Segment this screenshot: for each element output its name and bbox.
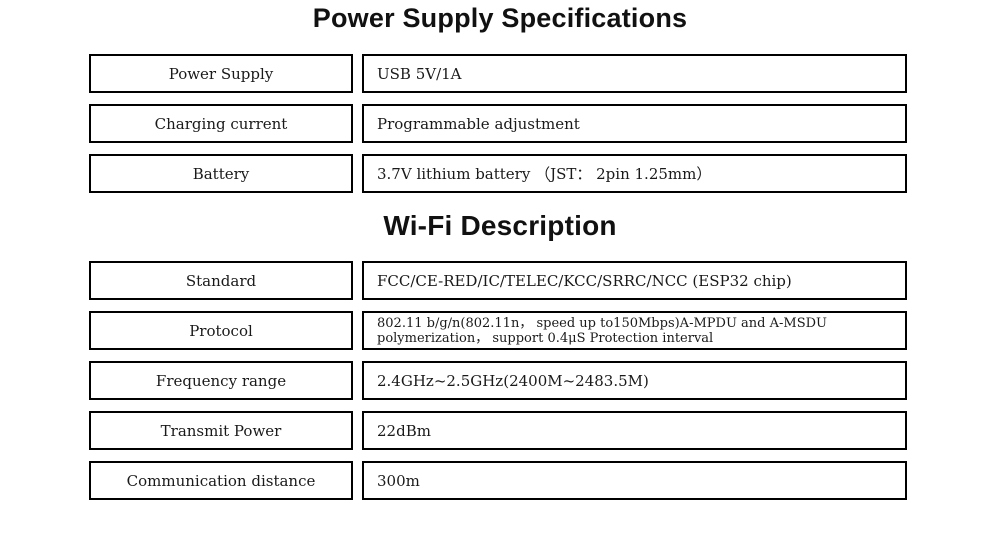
table-row-transmit-power: Transmit Power 22dBm bbox=[89, 411, 1000, 450]
table-row-battery: Battery 3.7V lithium battery （JST： 2pin … bbox=[89, 154, 1000, 193]
wifi-spec-table: Standard FCC/CE-RED/IC/TELEC/KCC/SRRC/NC… bbox=[0, 261, 1000, 500]
table-row-standard: Standard FCC/CE-RED/IC/TELEC/KCC/SRRC/NC… bbox=[89, 261, 1000, 300]
value-cell-communication-distance: 300m bbox=[362, 461, 907, 500]
label-cell-communication-distance: Communication distance bbox=[89, 461, 353, 500]
table-row-protocol: Protocol 802.11 b/g/n(802.11n， speed up … bbox=[89, 311, 1000, 350]
value-cell-protocol: 802.11 b/g/n(802.11n， speed up to150Mbps… bbox=[362, 311, 907, 350]
power-supply-spec-table: Power Supply USB 5V/1A Charging current … bbox=[0, 54, 1000, 193]
table-row-charging-current: Charging current Programmable adjustment bbox=[89, 104, 1000, 143]
label-cell-battery: Battery bbox=[89, 154, 353, 193]
value-cell-charging-current: Programmable adjustment bbox=[362, 104, 907, 143]
label-cell-protocol: Protocol bbox=[89, 311, 353, 350]
value-cell-battery: 3.7V lithium battery （JST： 2pin 1.25mm） bbox=[362, 154, 907, 193]
label-cell-frequency-range: Frequency range bbox=[89, 361, 353, 400]
label-cell-power-supply: Power Supply bbox=[89, 54, 353, 93]
table-row-communication-distance: Communication distance 300m bbox=[89, 461, 1000, 500]
label-cell-standard: Standard bbox=[89, 261, 353, 300]
label-cell-charging-current: Charging current bbox=[89, 104, 353, 143]
power-supply-section-title: Power Supply Specifications bbox=[312, 3, 688, 33]
value-cell-transmit-power: 22dBm bbox=[362, 411, 907, 450]
value-cell-standard: FCC/CE-RED/IC/TELEC/KCC/SRRC/NCC (ESP32 … bbox=[362, 261, 907, 300]
value-cell-power-supply: USB 5V/1A bbox=[362, 54, 907, 93]
wifi-section-title: Wi-Fi Description bbox=[383, 210, 617, 241]
label-cell-transmit-power: Transmit Power bbox=[89, 411, 353, 450]
value-cell-frequency-range: 2.4GHz~2.5GHz(2400M~2483.5M) bbox=[362, 361, 907, 400]
table-row-power-supply: Power Supply USB 5V/1A bbox=[89, 54, 1000, 93]
table-row-frequency-range: Frequency range 2.4GHz~2.5GHz(2400M~2483… bbox=[89, 361, 1000, 400]
